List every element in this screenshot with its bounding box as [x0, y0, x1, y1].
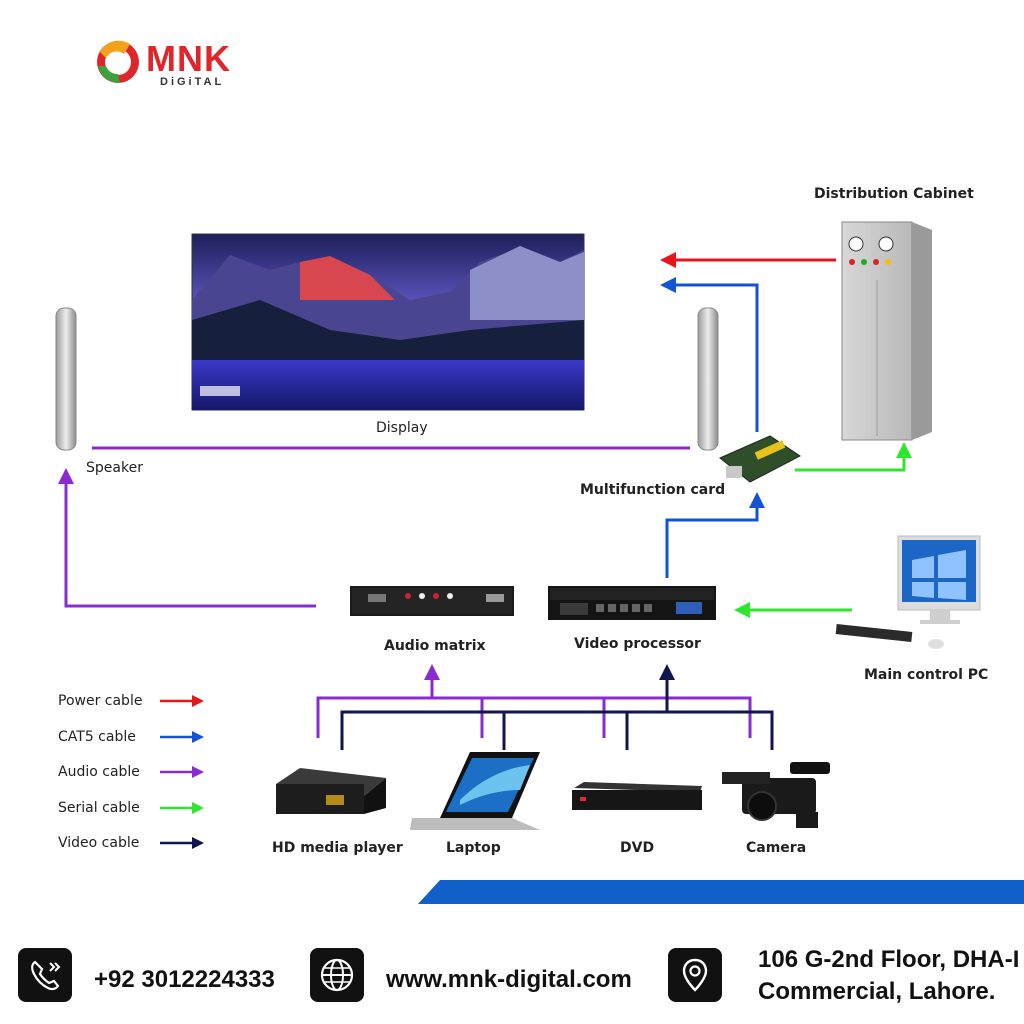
label-dvd: DVD: [620, 840, 655, 856]
legend-item-video: Video cable: [58, 835, 140, 851]
label-multifunction-card: Multifunction card: [580, 482, 726, 498]
video-processor-device: [548, 586, 716, 620]
arrow-video-processor: [659, 664, 675, 680]
arrow-serial-processor: [734, 602, 750, 618]
dvd-device: [572, 782, 702, 810]
arrow-power: [660, 252, 676, 268]
legend-arrows: [160, 695, 204, 849]
arrow-audio-matrix: [424, 664, 440, 680]
legend-item-audio: Audio cable: [58, 764, 140, 780]
brand-name: MNK: [146, 38, 231, 79]
serial-cabinet-line: [795, 452, 906, 472]
legend-item-serial: Serial cable: [58, 800, 140, 816]
arrow-cat5-card: [749, 492, 765, 508]
legend-item-cat5: CAT5 cable: [58, 729, 136, 745]
label-display: Display: [376, 420, 428, 436]
label-camera: Camera: [746, 840, 807, 856]
footer-phone[interactable]: +92 3012224333: [94, 966, 275, 993]
camera-device: [722, 762, 830, 828]
footer-website[interactable]: www.mnk-digital.com: [386, 966, 632, 993]
main-control-pc: [835, 535, 981, 649]
video-bus-line: [340, 710, 774, 750]
speaker-left: [55, 307, 77, 451]
display-screen: [191, 233, 585, 411]
audio-bus-line: [316, 696, 752, 738]
laptop-device: [410, 752, 540, 830]
phone-icon: [18, 948, 72, 1002]
audio-matrix-speaker-line: [64, 482, 316, 608]
audio-matrix-device: [350, 586, 514, 616]
label-video-processor: Video processor: [574, 636, 701, 652]
arrow-serial-cabinet: [896, 442, 912, 458]
footer-address-line1: 106 G-2nd Floor, DHA-I: [758, 946, 1020, 973]
distribution-cabinet: [841, 221, 932, 441]
accent-bar: [418, 880, 1024, 904]
cat5-processor-line: [665, 502, 759, 578]
globe-icon: [310, 948, 364, 1002]
label-main-control-pc: Main control PC: [864, 667, 989, 683]
arrow-audio-speaker: [58, 468, 74, 484]
label-laptop: Laptop: [446, 840, 501, 856]
label-hd-media-player: HD media player: [272, 840, 403, 856]
arrow-cat5-display: [660, 277, 676, 293]
brand-sub: DiGiTAL: [160, 76, 225, 88]
label-speaker: Speaker: [86, 460, 143, 476]
label-distribution-cabinet: Distribution Cabinet: [814, 186, 974, 202]
cat5-cable-line: [672, 283, 759, 432]
location-pin-icon: [668, 948, 722, 1002]
multifunction-card: [719, 435, 801, 483]
speaker-right: [697, 307, 719, 451]
hd-media-player-device: [276, 768, 386, 814]
footer-address-line2: Commercial, Lahore.: [758, 978, 996, 1005]
legend-item-power: Power cable: [58, 693, 143, 709]
label-audio-matrix: Audio matrix: [384, 638, 486, 654]
